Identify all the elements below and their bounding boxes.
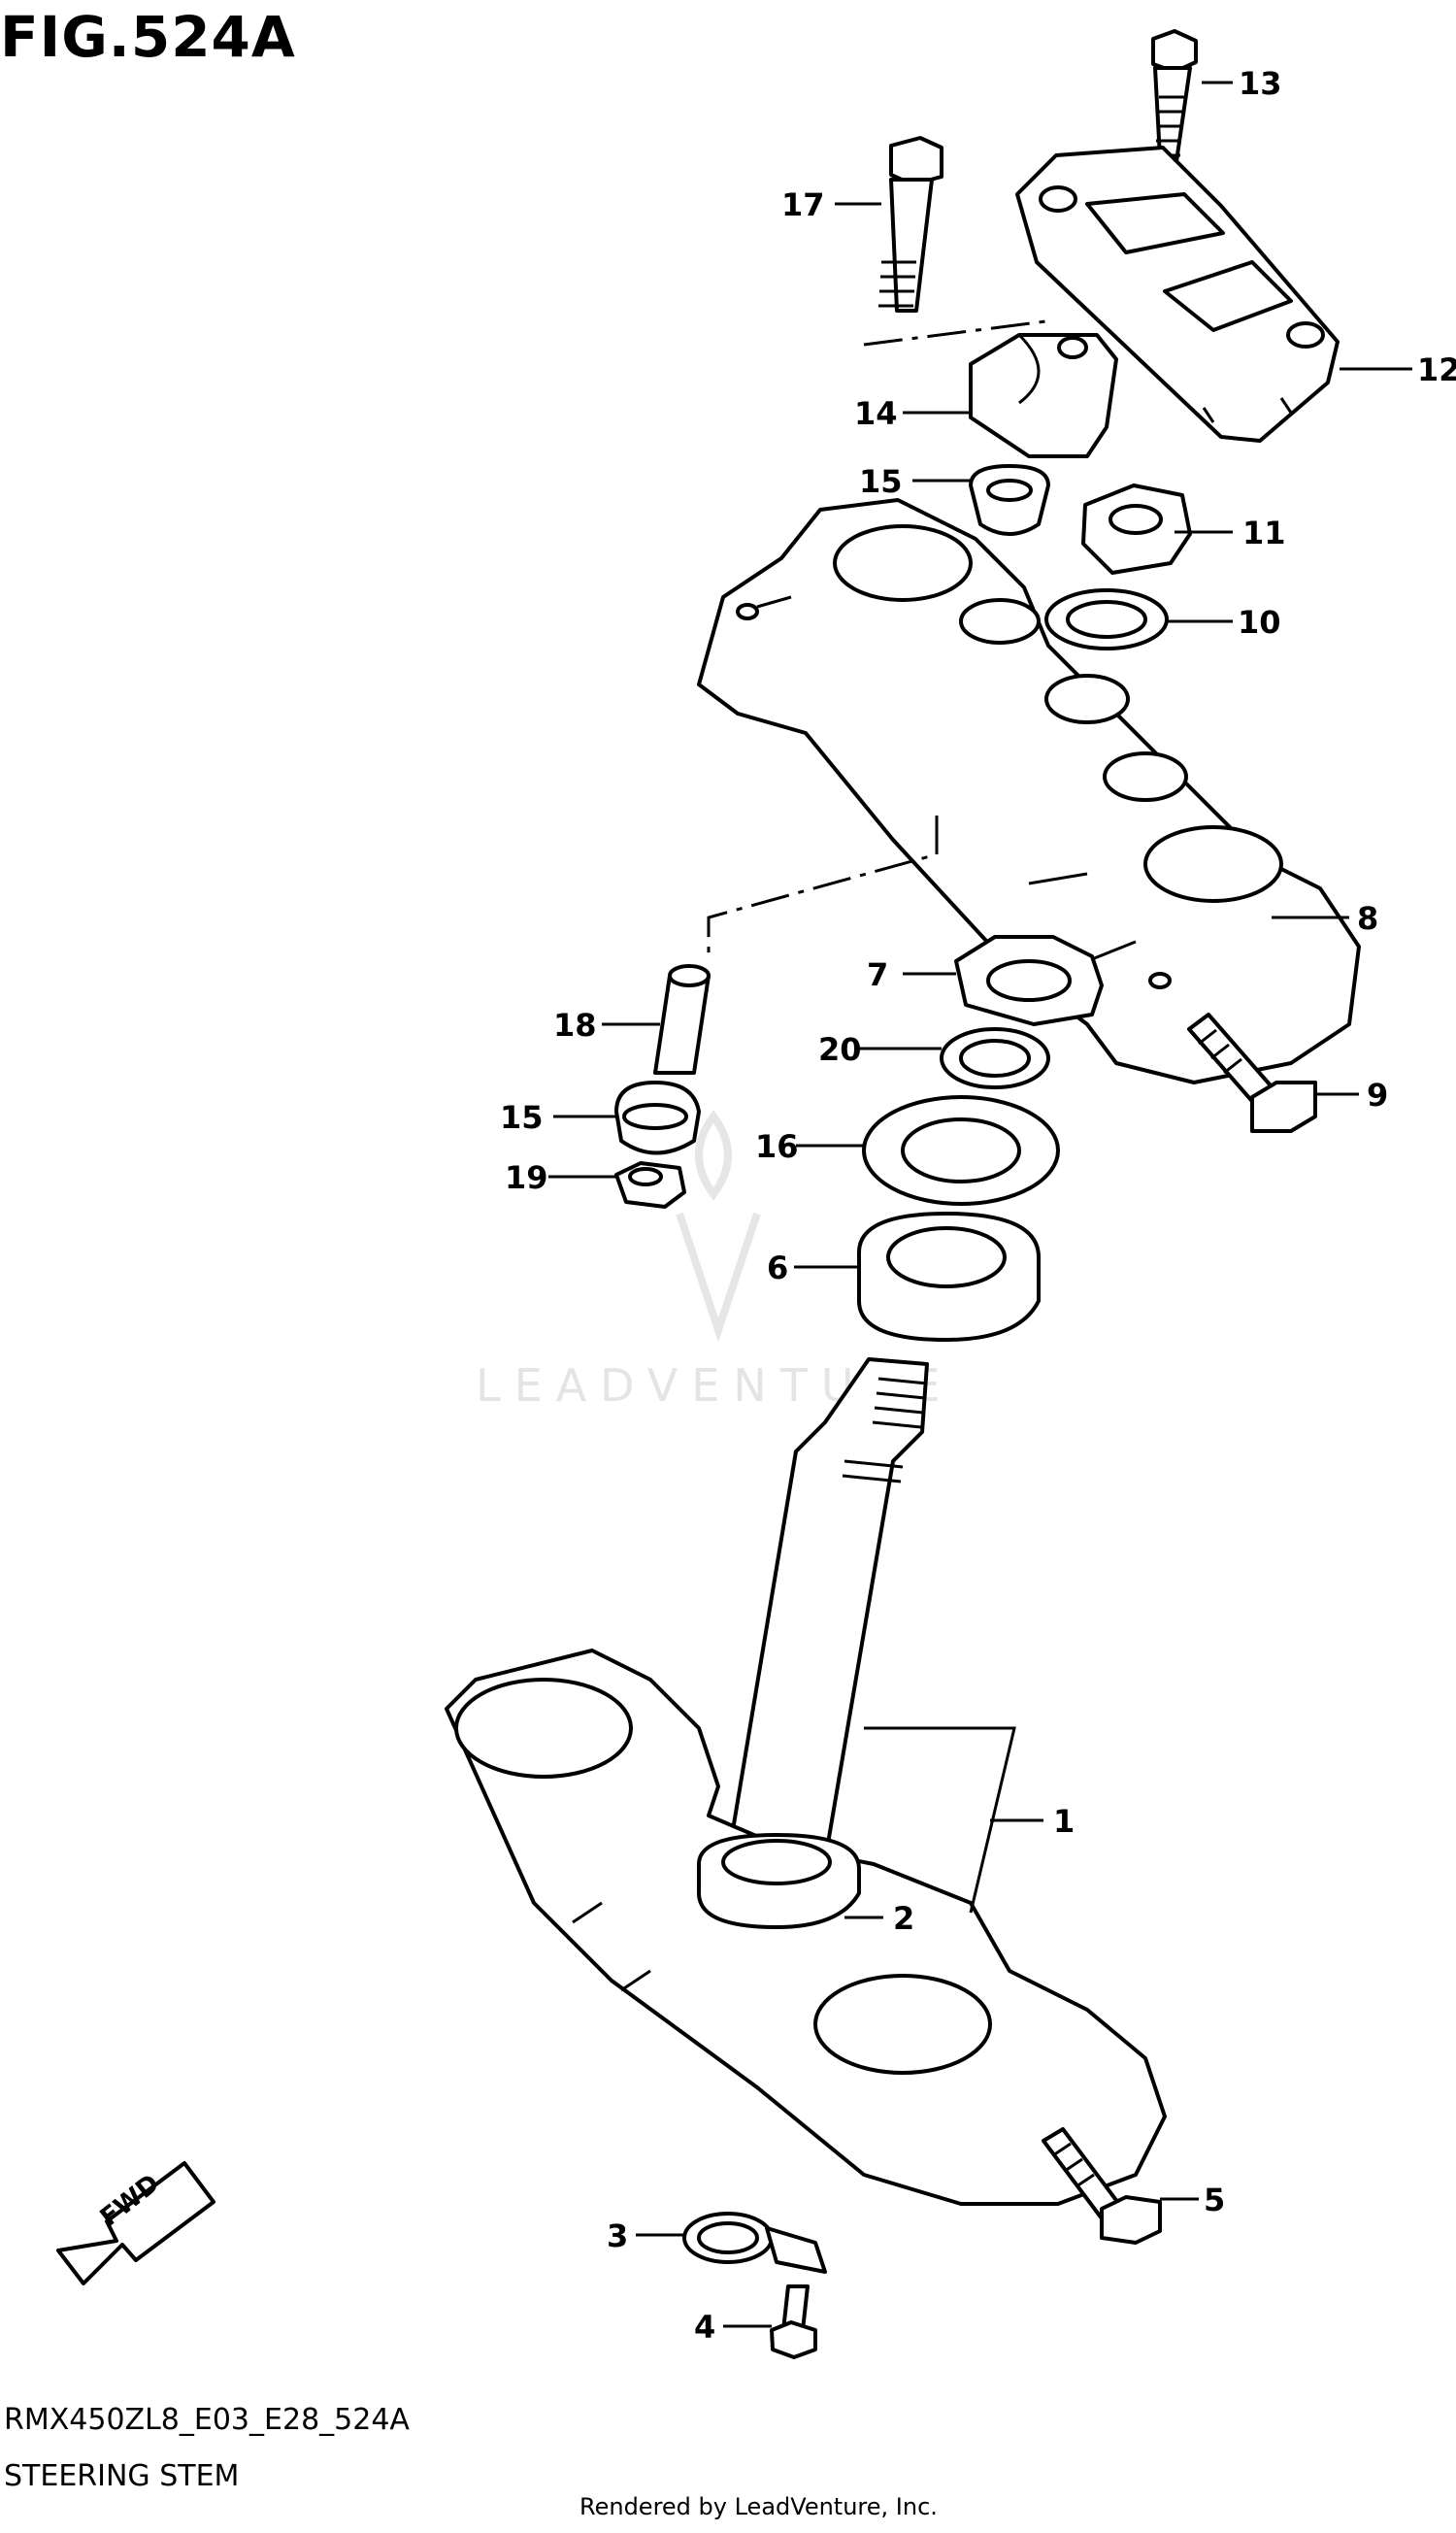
part-16-seal[interactable]	[862, 1095, 1060, 1206]
part-11-nut[interactable]	[1081, 483, 1192, 575]
part-20-washer[interactable]	[940, 1027, 1050, 1089]
part-10-washer[interactable]	[1044, 588, 1169, 650]
part-4-bolt[interactable]	[770, 2284, 817, 2359]
part-7-locknut[interactable]	[954, 935, 1104, 1026]
callout-9: 9	[1367, 1077, 1388, 1114]
part-9-bolt[interactable]	[1187, 1013, 1317, 1133]
callout-8: 8	[1357, 900, 1378, 937]
model-code: RMX450ZL8_E03_E28_524A	[4, 2403, 410, 2437]
callout-6: 6	[767, 1250, 788, 1286]
part-5-bolt[interactable]	[1042, 2127, 1162, 2245]
callout-13: 13	[1239, 65, 1282, 102]
part-1-stem-lower-bracket[interactable]	[445, 1357, 1167, 2206]
callout-15a: 15	[859, 463, 903, 500]
callout-20: 20	[818, 1031, 862, 1068]
part-19-nut[interactable]	[614, 1161, 686, 1209]
part-15-cushion-lower[interactable]	[614, 1081, 701, 1155]
watermark-logo	[676, 1110, 761, 1343]
fwd-arrow-icon: FWD	[56, 2161, 215, 2285]
leader-lines	[548, 81, 1412, 2328]
callout-11: 11	[1242, 515, 1286, 551]
figure-title: FIG.524A	[0, 4, 296, 70]
callout-12: 12	[1417, 351, 1456, 388]
callout-2: 2	[893, 1900, 914, 1937]
figure-name: STEERING STEM	[4, 2459, 240, 2493]
callout-1: 1	[1053, 1803, 1075, 1840]
part-12-clamp-upper[interactable]	[1015, 146, 1340, 443]
part-14-holder[interactable]	[969, 333, 1118, 458]
part-15-cushion-upper[interactable]	[969, 464, 1050, 536]
callout-4: 4	[694, 2309, 715, 2346]
dash-line-17	[863, 318, 1054, 347]
callout-17: 17	[781, 186, 825, 223]
part-8-upper-bracket[interactable]	[697, 498, 1361, 1084]
part-18-collar[interactable]	[653, 964, 711, 1075]
part-3-clamp[interactable]	[682, 2212, 827, 2274]
callout-14: 14	[854, 395, 898, 432]
callout-16: 16	[755, 1128, 799, 1165]
callout-10: 10	[1238, 604, 1281, 641]
callout-3: 3	[607, 2217, 628, 2254]
part-17-bolt[interactable]	[878, 136, 943, 313]
callout-15b: 15	[500, 1099, 544, 1136]
callout-7: 7	[867, 956, 888, 993]
part-6-bearing[interactable]	[857, 1212, 1041, 1342]
callout-5: 5	[1204, 2182, 1225, 2218]
callout-19: 19	[505, 1159, 548, 1196]
footer-credit: Rendered by LeadVenture, Inc.	[579, 2493, 938, 2520]
dash-line-18	[707, 816, 939, 956]
callout-18: 18	[553, 1007, 597, 1044]
callout-numbers: 13 17 12 14 15 11 10 8 7 9 20 18 16 15 1…	[500, 65, 1456, 2346]
